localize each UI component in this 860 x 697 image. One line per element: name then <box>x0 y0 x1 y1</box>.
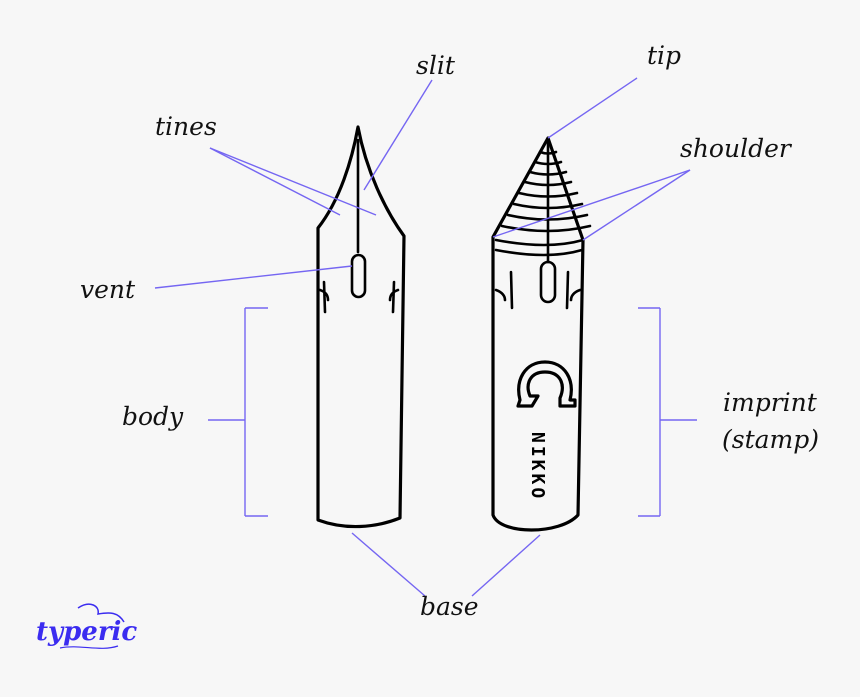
label-tip: tip <box>647 41 681 70</box>
label-slit: slit <box>416 51 456 80</box>
imprint-bracket <box>638 307 697 517</box>
body-bracket <box>208 307 268 517</box>
right-nib-drawing: NIKKO <box>491 136 592 532</box>
imprint-stamp-text: NIKKO <box>527 432 548 501</box>
label-tines: tines <box>155 112 217 141</box>
label-stamp: (stamp) <box>722 425 819 454</box>
leader-lines <box>154 77 697 597</box>
left-nib-drawing <box>316 125 406 529</box>
vent-hole <box>350 253 367 299</box>
imprint-logo-mark <box>516 360 577 408</box>
label-imprint: imprint <box>723 388 818 417</box>
label-base: base <box>420 592 479 621</box>
typeric-logo: typeric <box>36 603 137 649</box>
label-vent: vent <box>80 275 136 304</box>
svg-text:typeric: typeric <box>36 617 137 647</box>
label-body: body <box>122 402 184 431</box>
label-shoulder: shoulder <box>680 134 793 163</box>
